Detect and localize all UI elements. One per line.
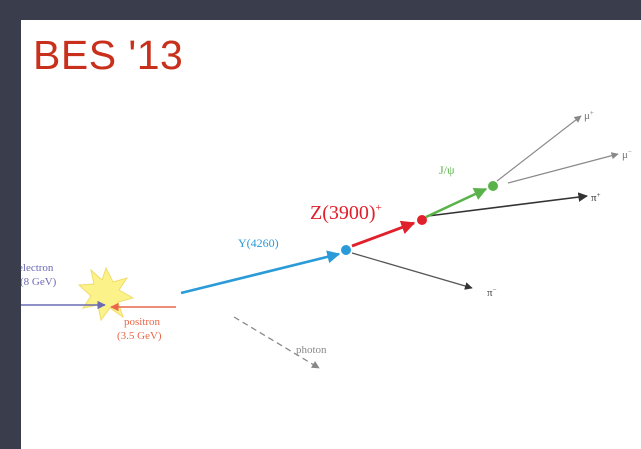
slide: BES '13	[21, 20, 641, 449]
decay-diagram: electron (8 GeV) positron (3.5 GeV) phot…	[21, 109, 632, 369]
jpsi-label: J/ψ	[439, 163, 455, 177]
pi-minus-track	[351, 252, 473, 290]
jpsi-track	[425, 187, 488, 219]
photon-label: photon	[296, 344, 327, 356]
z3900-label: Z(3900)+	[310, 202, 382, 224]
electron-label: electron	[21, 262, 54, 274]
photon-track	[233, 316, 320, 369]
slide-title: BES '13	[33, 32, 184, 78]
positron-energy-label: (3.5 GeV)	[117, 330, 162, 342]
positron-label: positron	[124, 316, 161, 328]
collision-flash-icon	[77, 266, 135, 322]
electron-energy-label: (8 GeV)	[21, 276, 57, 288]
y4260-vertex	[341, 245, 351, 255]
mu-plus-track	[496, 115, 582, 182]
y4260-track	[180, 250, 341, 295]
z3900-track	[351, 220, 416, 248]
jpsi-vertex	[488, 181, 498, 191]
pi-plus-label: π+	[591, 191, 601, 204]
y4260-label: Y(4260)	[238, 236, 279, 250]
pi-plus-track	[427, 192, 588, 217]
pi-minus-label: π−	[487, 286, 497, 299]
mu-minus-track	[507, 152, 619, 184]
mu-plus-label: μ+	[584, 109, 594, 122]
mu-minus-label: μ−	[622, 148, 632, 161]
z3900-vertex	[417, 215, 427, 225]
